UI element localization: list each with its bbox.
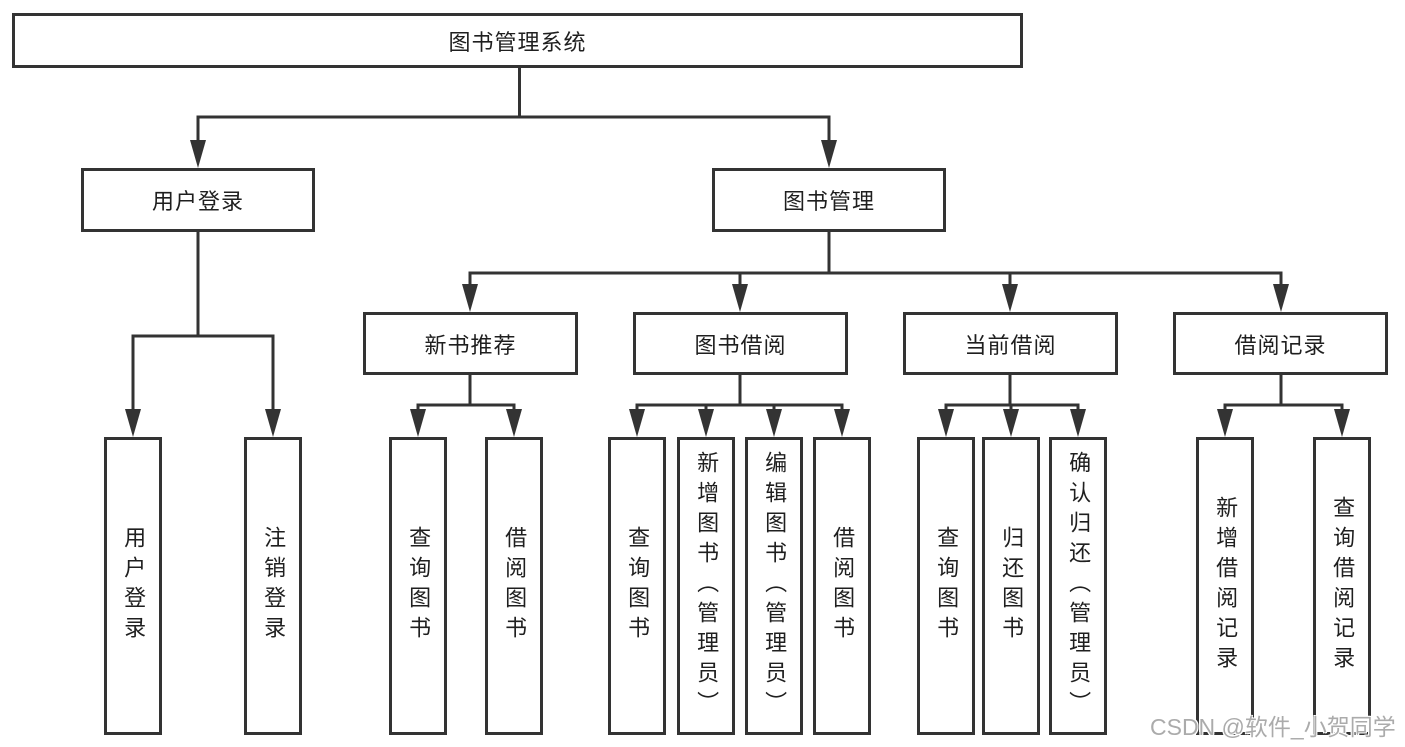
leaf-query-book-current-label: 查询图书 (934, 526, 960, 646)
node-root: 图书管理系统 (12, 13, 1023, 68)
leaf-borrow-book-borrow-label: 借阅图书 (830, 526, 856, 646)
leaf-add-borrow-record: 新增借阅记录 (1196, 437, 1254, 735)
leaf-user-login: 用户登录 (104, 437, 162, 735)
node-book-borrow: 图书借阅 (633, 312, 848, 375)
leaf-return-book-label: 归还图书 (999, 526, 1025, 646)
node-book-management: 图书管理 (712, 168, 946, 232)
leaf-query-book-borrow-label: 查询图书 (625, 526, 651, 646)
node-root-label: 图书管理系统 (448, 29, 587, 55)
arrowheads (125, 140, 1350, 437)
node-borrow-record: 借阅记录 (1173, 312, 1388, 375)
node-book-management-label: 图书管理 (782, 189, 875, 214)
leaf-confirm-return-admin-label: 确认归还（管理员） (1066, 451, 1092, 721)
leaf-query-borrow-record: 查询借阅记录 (1313, 437, 1371, 735)
leaf-query-book-current: 查询图书 (917, 437, 975, 735)
leaf-user-login-label: 用户登录 (121, 526, 147, 646)
leaf-query-book-recommend-label: 查询图书 (406, 526, 432, 646)
leaf-borrow-book-borrow: 借阅图书 (813, 437, 871, 735)
leaf-edit-book-admin-label: 编辑图书（管理员） (762, 451, 788, 721)
node-current-borrow: 当前借阅 (903, 312, 1118, 375)
watermark: CSDN @软件_小贺同学 (1150, 714, 1396, 740)
node-borrow-record-label: 借阅记录 (1234, 332, 1327, 358)
node-user-login-label: 用户登录 (151, 189, 244, 214)
leaf-logout-label: 注销登录 (261, 526, 287, 646)
node-user-login: 用户登录 (81, 168, 315, 232)
node-book-borrow-label: 图书借阅 (694, 332, 787, 358)
leaf-borrow-book-recommend: 借阅图书 (485, 437, 543, 735)
leaf-edit-book-admin: 编辑图书（管理员） (745, 437, 803, 735)
leaf-add-book-admin: 新增图书（管理员） (677, 437, 735, 735)
leaf-confirm-return-admin: 确认归还（管理员） (1049, 437, 1107, 735)
leaf-return-book: 归还图书 (982, 437, 1040, 735)
leaf-borrow-book-recommend-label: 借阅图书 (502, 526, 528, 646)
leaf-query-book-borrow: 查询图书 (608, 437, 666, 735)
node-new-book-recommend: 新书推荐 (363, 312, 578, 375)
leaf-query-book-recommend: 查询图书 (389, 437, 447, 735)
node-current-borrow-label: 当前借阅 (964, 332, 1057, 358)
leaf-logout: 注销登录 (244, 437, 302, 735)
node-new-book-recommend-label: 新书推荐 (424, 332, 517, 358)
leaf-add-book-admin-label: 新增图书（管理员） (694, 451, 720, 721)
leaf-add-borrow-record-label: 新增借阅记录 (1213, 496, 1239, 676)
leaf-query-borrow-record-label: 查询借阅记录 (1330, 496, 1356, 676)
